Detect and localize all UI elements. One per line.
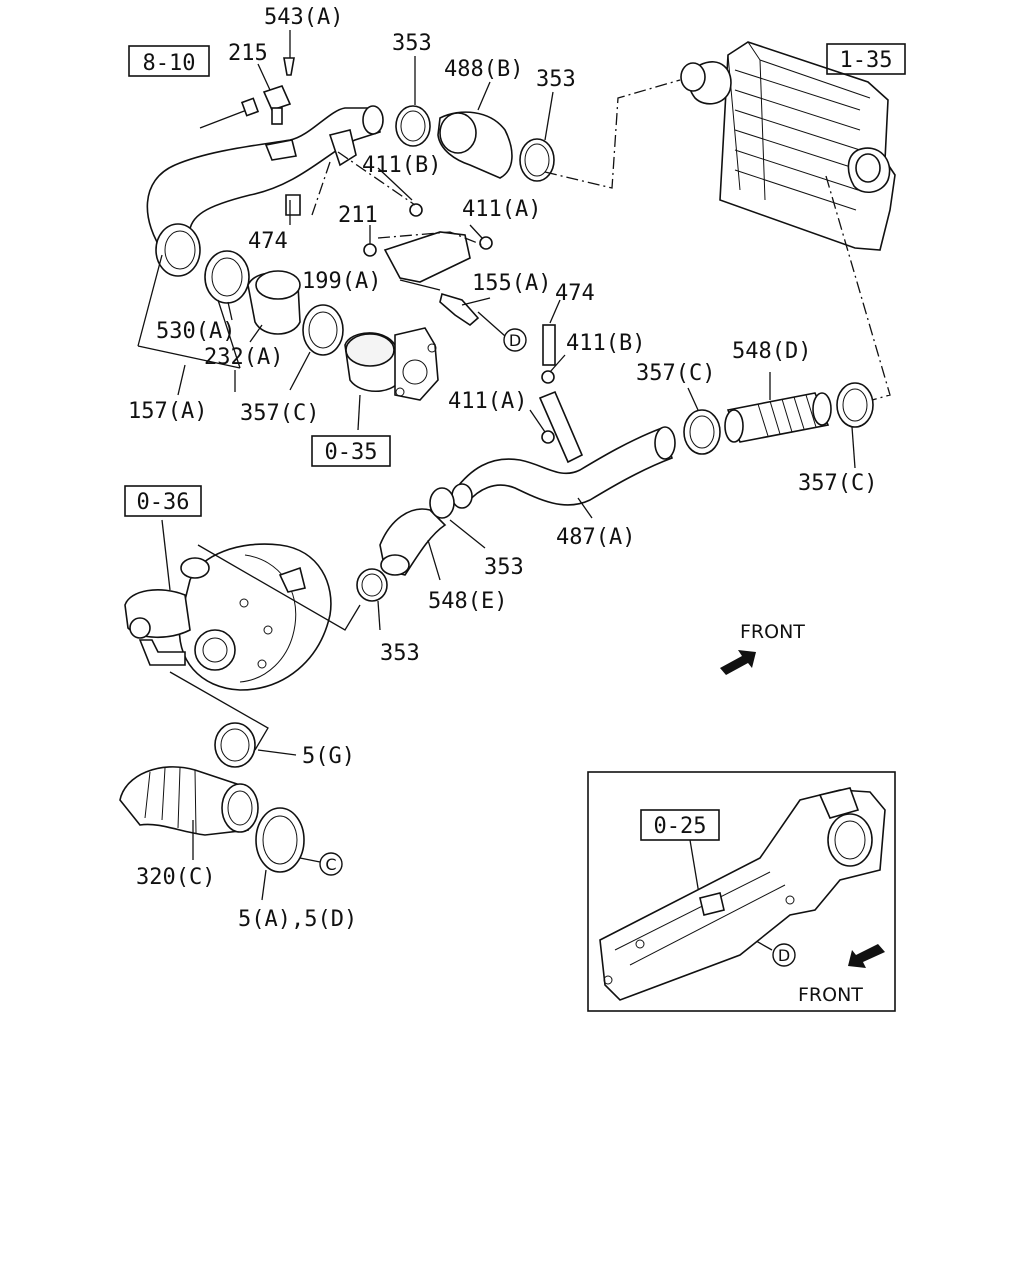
front-label-main: FRONT [740,621,805,643]
callout-357c-right: 357(C) [798,471,877,496]
clamp-357c-mid [683,409,721,455]
callout-320c: 320(C) [136,865,215,890]
ref-box-8-10 [128,45,210,77]
callout-411b-top: 411(B) [362,153,441,178]
front-arrow-main-icon [720,650,756,675]
callout-353-right: 353 [536,67,576,92]
ref-label-1-35: 1-35 [840,48,893,73]
callout-474-mid: 474 [555,281,595,306]
inset-frame [587,771,896,1012]
ref-box-0-36 [124,485,202,517]
ref-box-0-35 [311,435,391,467]
rubber-hose-548e [379,508,447,576]
callout-543a: 543(A) [264,5,343,30]
sleeve-232a [247,270,301,335]
clamp-357c-right [836,382,874,428]
ref-label-0-25: 0-25 [654,814,707,839]
callout-474-left: 474 [248,229,288,254]
marker-d-inset-label: D [778,946,790,965]
inset-intake-manifold [599,787,886,1001]
dash-lines [311,79,891,401]
callout-353-top: 353 [392,31,432,56]
callout-5g: 5(G) [302,744,355,769]
clamp-5a-5d [255,807,305,873]
callout-155a: 155(A) [472,271,551,296]
callout-487a: 487(A) [556,525,635,550]
callout-411a-mid: 411(A) [448,389,527,414]
callout-199a: 199(A) [302,269,381,294]
upper-air-hose [146,105,384,277]
callout-5a-5d: 5(A),5(D) [238,907,357,932]
callout-353-lower: 353 [484,555,524,580]
callout-411a-top: 411(A) [462,197,541,222]
callout-157a: 157(A) [128,399,207,424]
callout-530a: 530(A) [156,319,235,344]
ref-label-0-35: 0-35 [325,440,378,465]
marker-c-label: C [325,855,336,874]
turbocharger [124,543,332,691]
sensor-clip-215 [199,57,295,129]
throttle-body [344,327,439,401]
ref-label-0-36: 0-36 [137,490,190,515]
callout-548e: 548(E) [428,589,507,614]
callout-488b: 488(B) [444,57,523,82]
elbow-hose-488b [437,111,513,179]
callout-232a: 232(A) [204,345,283,370]
ref-label-8-10: 8-10 [143,51,196,76]
intake-pipe-487a [451,324,676,509]
marker-d-inset [772,943,796,967]
callout-353-bottom: 353 [380,641,420,666]
callout-548d: 548(D) [732,339,811,364]
callout-215: 215 [228,41,268,66]
ref-box-1-35 [826,43,906,75]
marker-c [319,852,343,876]
clamp-353-lower [429,487,455,519]
callout-211: 211 [338,203,378,228]
bracket-199a [285,194,493,283]
corrugated-hose-548d [724,392,832,443]
callout-357c-mid: 357(C) [636,361,715,386]
corrugated-hose-320c [119,766,259,836]
intercooler [680,41,896,251]
front-arrow-inset-icon [848,944,885,968]
marker-d-main [503,328,527,352]
marker-d-main-label: D [509,331,521,350]
callout-357c-left: 357(C) [240,401,319,426]
leader-lines [137,30,856,951]
callout-411b-mid: 411(B) [566,331,645,356]
ref-box-0-25 [640,809,720,841]
sensor-155a [439,292,480,327]
front-label-inset: FRONT [798,984,863,1006]
